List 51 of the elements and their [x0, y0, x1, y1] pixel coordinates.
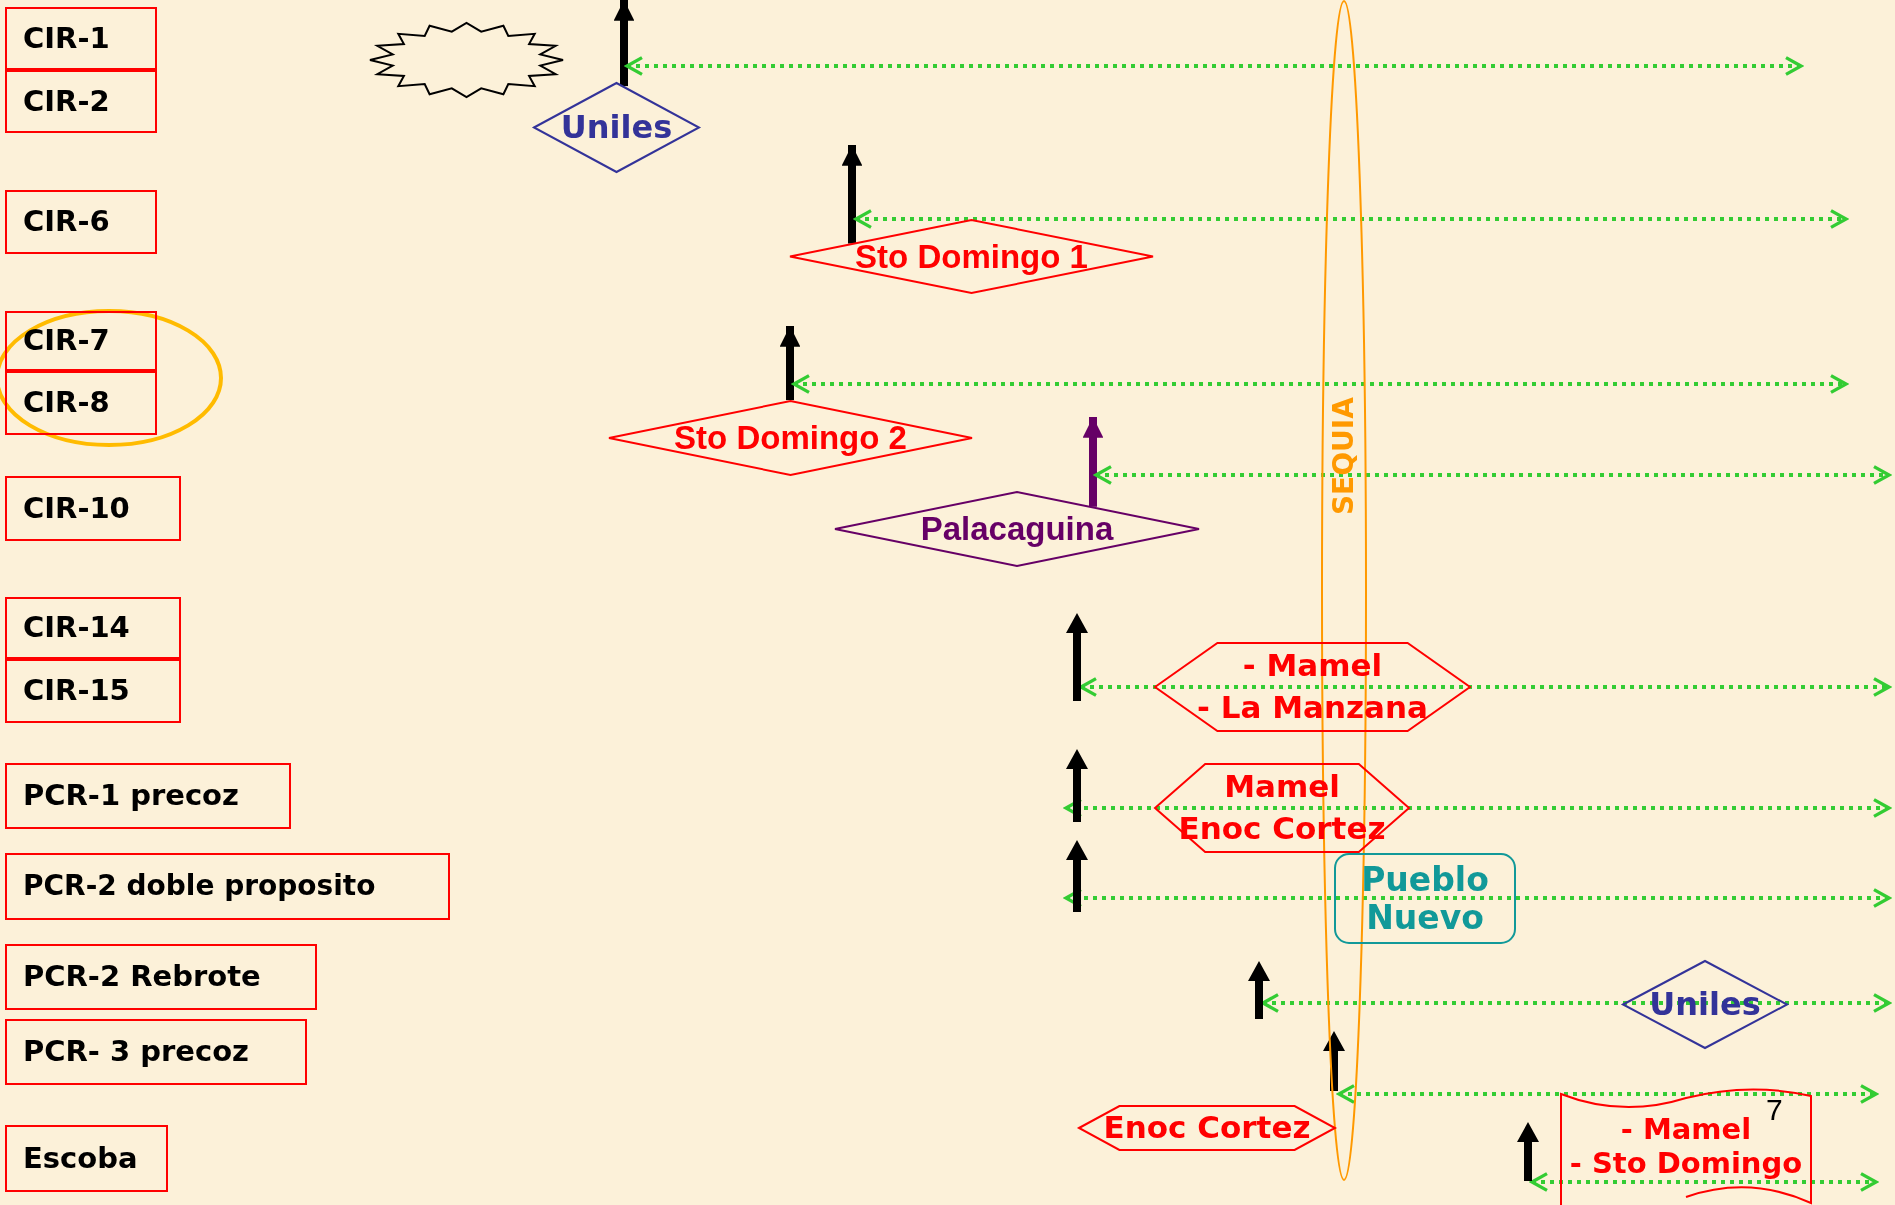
- arrow: [625, 56, 1803, 76]
- variety-box: [5, 190, 157, 254]
- location-diamond: [789, 219, 1154, 294]
- arrow: [1337, 1084, 1878, 1104]
- node-label: PCR-2 doble proposito: [23, 870, 376, 903]
- variety-box: [5, 1125, 168, 1192]
- node-label: CIR-15: [23, 674, 130, 708]
- node-label: CIR-14: [23, 611, 130, 645]
- variety-box: [5, 70, 157, 133]
- variety-box: [5, 944, 317, 1010]
- variety-box: [5, 853, 450, 920]
- node-label: CIR-8: [23, 386, 110, 420]
- node-label: Palacaguina: [920, 510, 1114, 548]
- variety-box: [5, 476, 181, 541]
- node-label: CIR-10: [23, 491, 130, 526]
- node-label: CIR-1: [23, 21, 110, 56]
- location-diamond: [834, 491, 1200, 567]
- node-label: Sto Domingo 1: [855, 237, 1088, 276]
- node-label: - Sto Domingo: [1569, 1146, 1803, 1180]
- variety-box: [5, 311, 157, 371]
- variety-box: [5, 597, 181, 659]
- node-label: - Mamel: [1620, 1113, 1752, 1147]
- location-hexagon: [1078, 1105, 1336, 1151]
- node-label: Escoba: [23, 1141, 138, 1176]
- node-label: PCR-2 Rebrote: [23, 960, 261, 994]
- location-diamond: [1622, 960, 1788, 1049]
- node-label: CIR-2: [23, 84, 110, 119]
- node-label: Uniles: [1649, 986, 1761, 1023]
- location-scroll: [1559, 1088, 1813, 1205]
- page-number: 7: [1766, 1093, 1783, 1127]
- variety-box: [5, 371, 157, 435]
- variety-box: [5, 763, 291, 829]
- node-label: Enoc Cortez: [1103, 1110, 1311, 1146]
- variety-box: [5, 659, 181, 723]
- arrow: [792, 374, 1848, 394]
- location-diamond: [533, 82, 700, 173]
- variety-box: [5, 1019, 307, 1085]
- arrow: [1094, 465, 1891, 485]
- node-label: CIR-6: [23, 205, 110, 239]
- location-diamond: [608, 400, 973, 476]
- variety-box: [5, 7, 157, 70]
- node-label: Pueblo Nuevo: [1360, 860, 1490, 937]
- node-label: PCR-1 precoz: [23, 779, 239, 813]
- location-box: [1334, 853, 1516, 944]
- node-label: CIR-7: [23, 324, 110, 358]
- arrow: [854, 209, 1848, 229]
- node-label: Sto Domingo 2: [674, 419, 907, 457]
- drought-label: SEQUIA: [1327, 397, 1361, 516]
- node-label: PCR- 3 precoz: [23, 1035, 249, 1069]
- burst-shape: [369, 22, 564, 98]
- node-label: Uniles: [560, 109, 673, 146]
